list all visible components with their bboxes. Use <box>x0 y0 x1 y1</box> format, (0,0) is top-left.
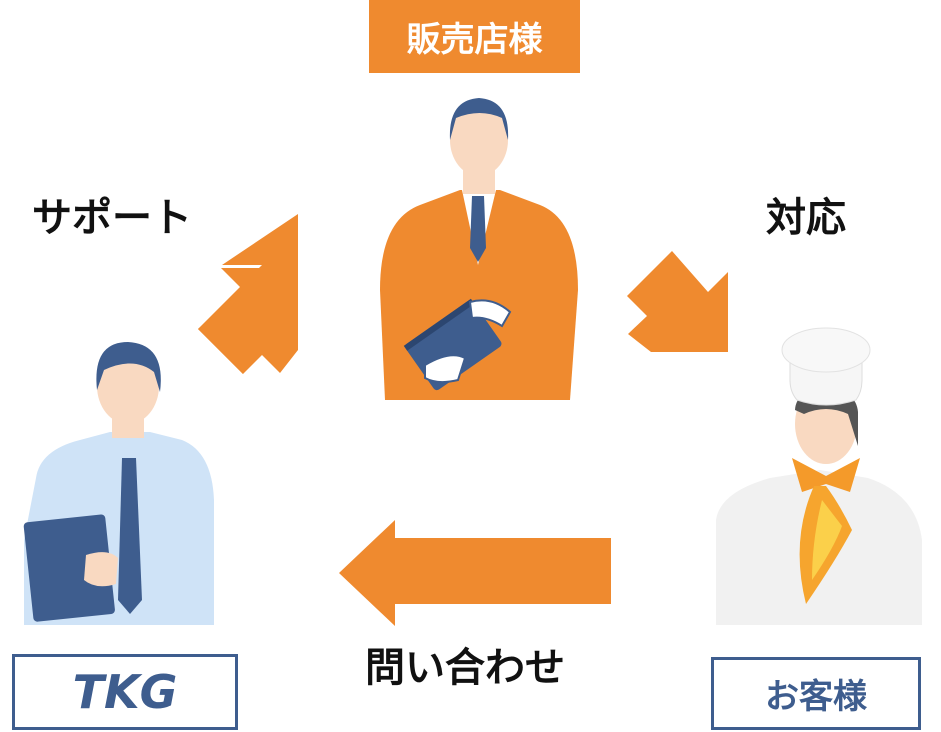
dealer-badge: 販売店様 <box>369 0 580 73</box>
support-label: サポート <box>32 195 192 241</box>
dealer-badge-text: 販売店様 <box>406 20 543 60</box>
arrow-down-right-icon <box>627 251 728 352</box>
tkg-logo: TKG <box>73 665 178 719</box>
tkg-logo-box: TKG <box>12 654 238 730</box>
customer-label: お客様 <box>765 677 867 717</box>
inquiry-label: 問い合わせ <box>365 645 565 691</box>
customer-box: お客様 <box>711 657 921 730</box>
arrow-up-right-icon <box>198 214 298 374</box>
arrow-left-icon <box>339 520 611 626</box>
dealer-person-icon <box>380 98 578 400</box>
support-staff-icon <box>23 342 214 625</box>
response-label: 対応 <box>766 195 846 241</box>
tkg-logo-text: TKG <box>73 665 178 719</box>
chef-customer-icon <box>716 327 922 625</box>
